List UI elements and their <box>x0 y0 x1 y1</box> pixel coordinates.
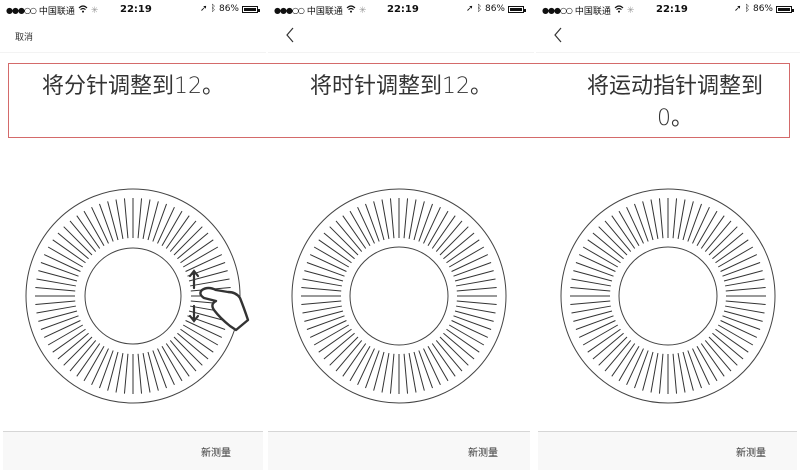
screen-hour-hand: ●●●○○ 中国联通 ✳ 22:19 ➚ ᛒ 86% 将时针调整到12。 新测量 <box>268 0 534 470</box>
location-arrow-icon: ➚ <box>466 4 474 14</box>
battery-percent: 86% <box>752 4 773 14</box>
bluetooth-icon: ᛒ <box>210 4 216 14</box>
bluetooth-icon: ᛒ <box>476 4 482 14</box>
footer-bar: 新测量 <box>538 431 797 470</box>
nav-bar <box>536 22 800 53</box>
nav-bar: 取消 <box>0 22 266 53</box>
loading-spinner-icon: ✳ <box>358 5 367 16</box>
new-measurement-button[interactable]: 新测量 <box>201 448 231 459</box>
battery-percent: 86% <box>484 4 505 14</box>
clock: 22:19 <box>387 4 419 15</box>
signal-strength-icon: ●●●○○ <box>542 6 573 15</box>
back-button[interactable] <box>285 26 295 48</box>
carrier-label: 中国联通 <box>38 7 75 17</box>
swipe-gesture-hint-icon <box>188 269 250 332</box>
loading-spinner-icon: ✳ <box>626 5 635 16</box>
screen-sport-hand: ●●●○○ 中国联通 ✳ 22:19 ➚ ᛒ 86% 将运动指针调整到 0。 新… <box>536 0 800 470</box>
carrier-label: 中国联通 <box>306 7 343 17</box>
wifi-icon <box>614 5 624 16</box>
battery-icon <box>242 5 260 13</box>
battery-icon <box>776 5 794 13</box>
nav-bar <box>268 22 534 53</box>
battery-percent: 86% <box>218 4 239 14</box>
watch-dial[interactable] <box>24 187 242 405</box>
chevron-left-icon <box>286 27 294 43</box>
signal-strength-icon: ●●●○○ <box>6 6 37 15</box>
clock: 22:19 <box>120 4 152 15</box>
status-bar: ●●●○○ 中国联通 ✳ 22:19 ➚ ᛒ 86% <box>536 0 800 20</box>
wifi-icon <box>346 5 356 16</box>
footer-bar: 新测量 <box>3 431 263 470</box>
carrier-label: 中国联通 <box>574 7 611 17</box>
location-arrow-icon: ➚ <box>734 4 742 14</box>
status-bar: ●●●○○ 中国联通 ✳ 22:19 ➚ ᛒ 86% <box>268 0 534 20</box>
signal-strength-icon: ●●●○○ <box>274 6 305 15</box>
wifi-icon <box>78 5 88 16</box>
location-arrow-icon: ➚ <box>200 4 208 14</box>
watch-dial[interactable] <box>559 187 777 405</box>
footer-bar: 新测量 <box>268 431 530 470</box>
clock: 22:19 <box>656 4 688 15</box>
battery-icon <box>508 5 526 13</box>
instruction-title-line1: 将运动指针调整到 <box>586 74 763 99</box>
status-bar: ●●●○○ 中国联通 ✳ 22:19 ➚ ᛒ 86% <box>0 0 266 20</box>
instruction-title-line2: 0。 <box>657 106 693 131</box>
watch-dial[interactable] <box>290 187 508 405</box>
bluetooth-icon: ᛒ <box>744 4 750 14</box>
back-button[interactable] <box>553 26 563 48</box>
loading-spinner-icon: ✳ <box>90 5 99 16</box>
new-measurement-button[interactable]: 新测量 <box>468 448 498 459</box>
new-measurement-button[interactable]: 新测量 <box>736 448 766 459</box>
instruction-title: 将时针调整到12。 <box>310 74 492 99</box>
instruction-title: 将分针调整到12。 <box>42 74 224 99</box>
chevron-left-icon <box>554 27 562 43</box>
screen-minute-hand: ●●●○○ 中国联通 ✳ 22:19 ➚ ᛒ 86% 取消 将分针调整到12。 … <box>0 0 266 470</box>
cancel-button[interactable]: 取消 <box>15 33 34 43</box>
